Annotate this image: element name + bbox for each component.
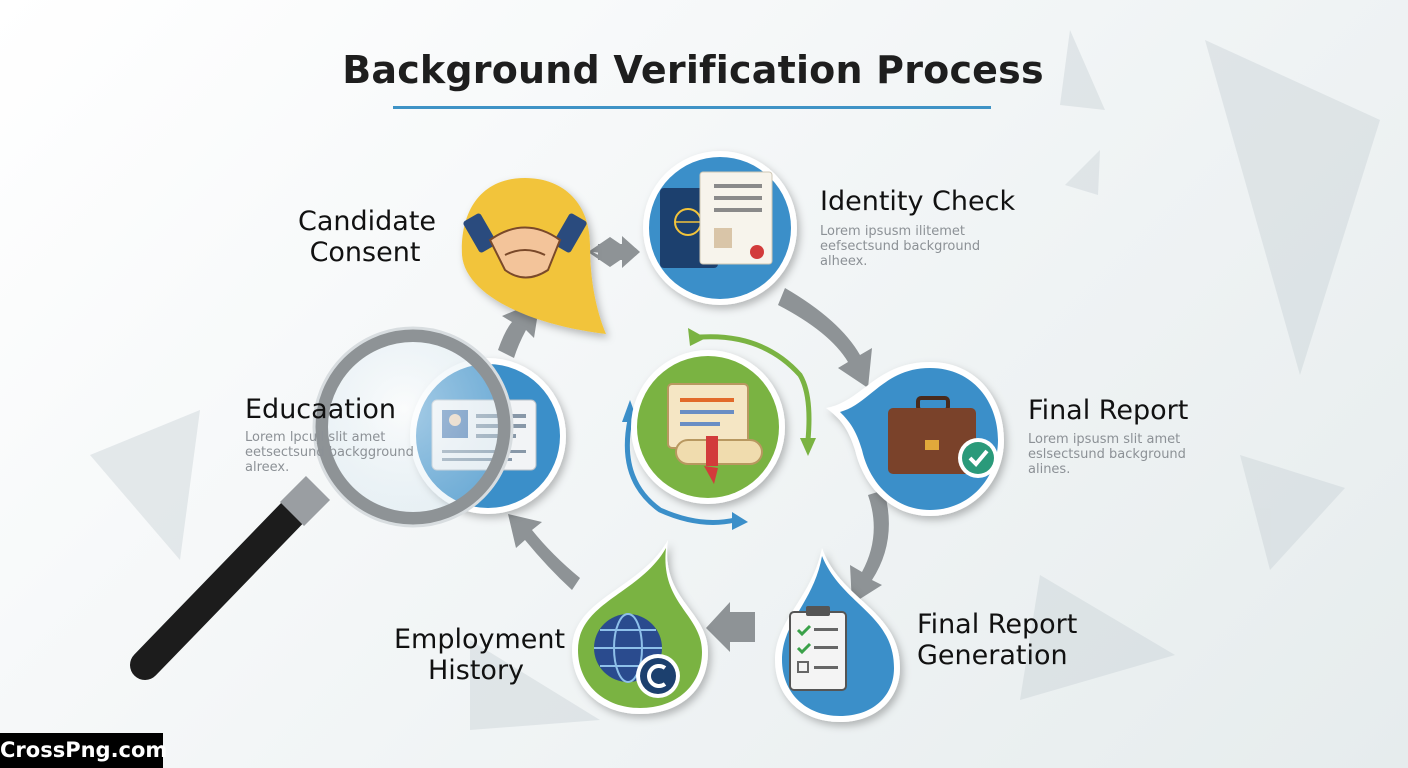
step-final-report	[826, 362, 1004, 516]
label-employment-history: Employment History	[394, 624, 566, 686]
step-identity-check	[643, 151, 797, 305]
label-identity-check: Identity Check	[820, 186, 1016, 217]
magnifying-glass-icon	[130, 326, 514, 680]
watermark-badge: CrossPng.com	[0, 733, 167, 768]
desc-final-report: Lorem ipsusm slit amet eslsectsund backg…	[1028, 432, 1186, 477]
label-final-report-generation: Final Report Generation	[917, 609, 1078, 671]
step-employment-history	[572, 540, 708, 714]
label-final-report: Final Report	[1028, 395, 1189, 426]
clipboard-checklist-icon	[789, 606, 847, 691]
center-cycle	[622, 328, 816, 530]
step-candidate-consent	[461, 178, 606, 334]
desc-identity-check: Lorem ipsusm ilitemet eefsectsund backgr…	[820, 224, 981, 269]
title-underline	[393, 106, 991, 109]
briefcase-check-icon	[888, 396, 998, 478]
desc-education: Lorem lpcujl slit amet eetsectsund backg…	[245, 430, 414, 475]
page-title: Background Verification Process	[342, 48, 1044, 92]
background-shapes	[90, 30, 1380, 730]
label-candidate-consent: Candidate Consent	[298, 206, 437, 268]
passport-document-icon	[660, 171, 773, 268]
step-final-report-generation	[775, 548, 900, 722]
globe-icon	[594, 613, 680, 698]
handshake-icon	[463, 213, 587, 279]
step-center-diploma	[631, 350, 785, 504]
diploma-scroll-icon	[667, 383, 763, 484]
label-education: Educaation	[245, 394, 396, 425]
